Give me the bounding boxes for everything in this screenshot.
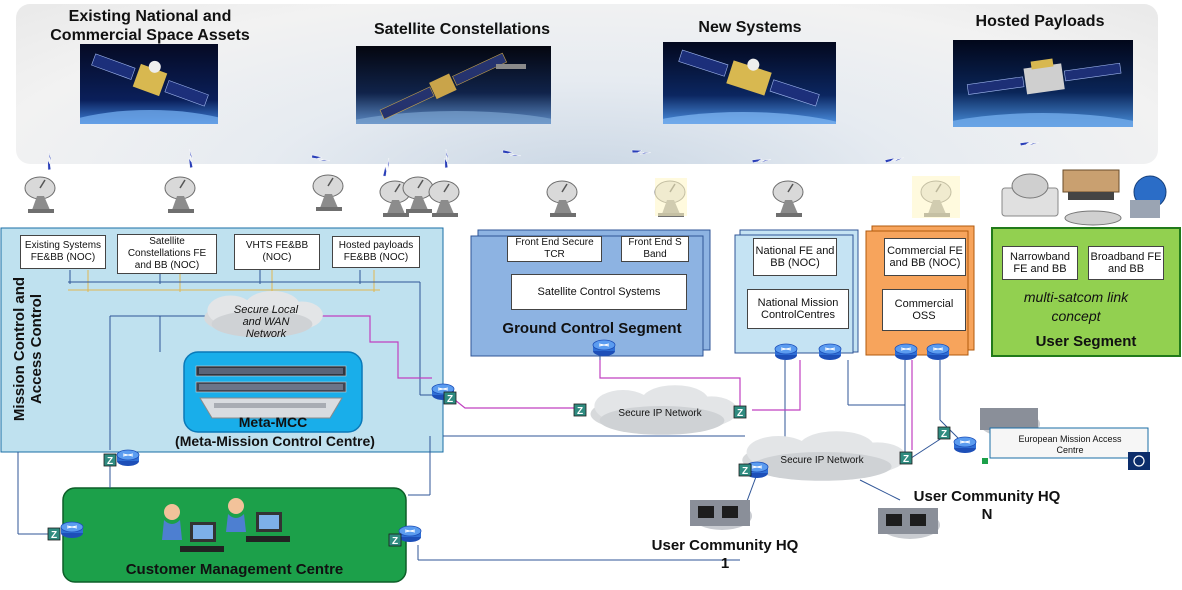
user-terminal-icon: [1001, 169, 1167, 226]
mission-control-label: Mission Control and Access Control: [11, 276, 45, 422]
satellite-image-hosted-payloads: [953, 40, 1133, 127]
satellite-image-existing: [80, 44, 218, 124]
noc-existing-systems: Existing Systems FE&BB (NOC): [20, 235, 106, 269]
noc-vhts: VHTS FE&BB (NOC): [234, 234, 320, 270]
secure-local-wan-label: Secure Local and WAN Network: [233, 304, 299, 340]
asset-title-hosted-payloads: Hosted Payloads: [975, 13, 1105, 30]
national-mcc-box: National Mission ControlCentres: [747, 289, 849, 329]
satellite-image-new-systems: [663, 42, 836, 124]
asset-title-existing: Existing National and Commercial Space A…: [50, 8, 250, 44]
satellite-image-constellations: [356, 46, 551, 124]
meta-mcc-title: Meta-MCC: [238, 414, 308, 430]
commercial-oss-box: Commercial OSS: [882, 289, 966, 331]
asset-title-constellations: Satellite Constellations: [373, 21, 551, 38]
broadband-box: Broadband FE and BB: [1088, 246, 1164, 280]
narrowband-box: Narrowband FE and BB: [1002, 246, 1078, 280]
ground-control-title: Ground Control Segment: [502, 320, 682, 337]
satellite-control-systems-box: Satellite Control Systems: [511, 274, 687, 310]
national-febb-box: National FE and BB (NOC): [753, 238, 837, 276]
operator-icon: [162, 498, 246, 540]
flag-icon: [1128, 452, 1150, 470]
user-console-icon: [690, 408, 1040, 539]
satellite-dish-icon: [24, 174, 1046, 218]
commercial-febb-box: Commercial FE and BB (NOC): [884, 238, 966, 276]
customer-management-title: Customer Management Centre: [125, 561, 344, 578]
european-mission-access-centre: European Mission Access Centre: [1018, 434, 1122, 455]
user-segment-title: User Segment: [1035, 333, 1137, 350]
secure-ip-network-1-label: Secure IP Network: [618, 408, 702, 419]
lightning-link-icon: [39, 134, 1040, 178]
control-room-icon: [195, 365, 347, 419]
noc-satellite-constellations: Satellite Constellations FE and BB (NOC): [117, 234, 217, 274]
front-end-tcr-box: Front End Secure TCR: [507, 236, 602, 262]
user-community-hqn: User Community HQ N: [913, 488, 1061, 523]
user-community-hq1: User Community HQ 1: [651, 537, 799, 572]
meta-mcc-subtitle: (Meta-Mission Control Centre): [175, 433, 375, 449]
noc-hosted-payloads: Hosted payloads FE&BB (NOC): [332, 236, 420, 268]
secure-ip-network-2-label: Secure IP Network: [780, 455, 864, 466]
multi-satcom-concept: multi-satcom link concept: [1023, 289, 1129, 324]
asset-title-new-systems: New Systems: [698, 19, 802, 36]
front-end-sband-box: Front End S Band: [621, 236, 689, 262]
workstation-icon: [180, 512, 290, 552]
